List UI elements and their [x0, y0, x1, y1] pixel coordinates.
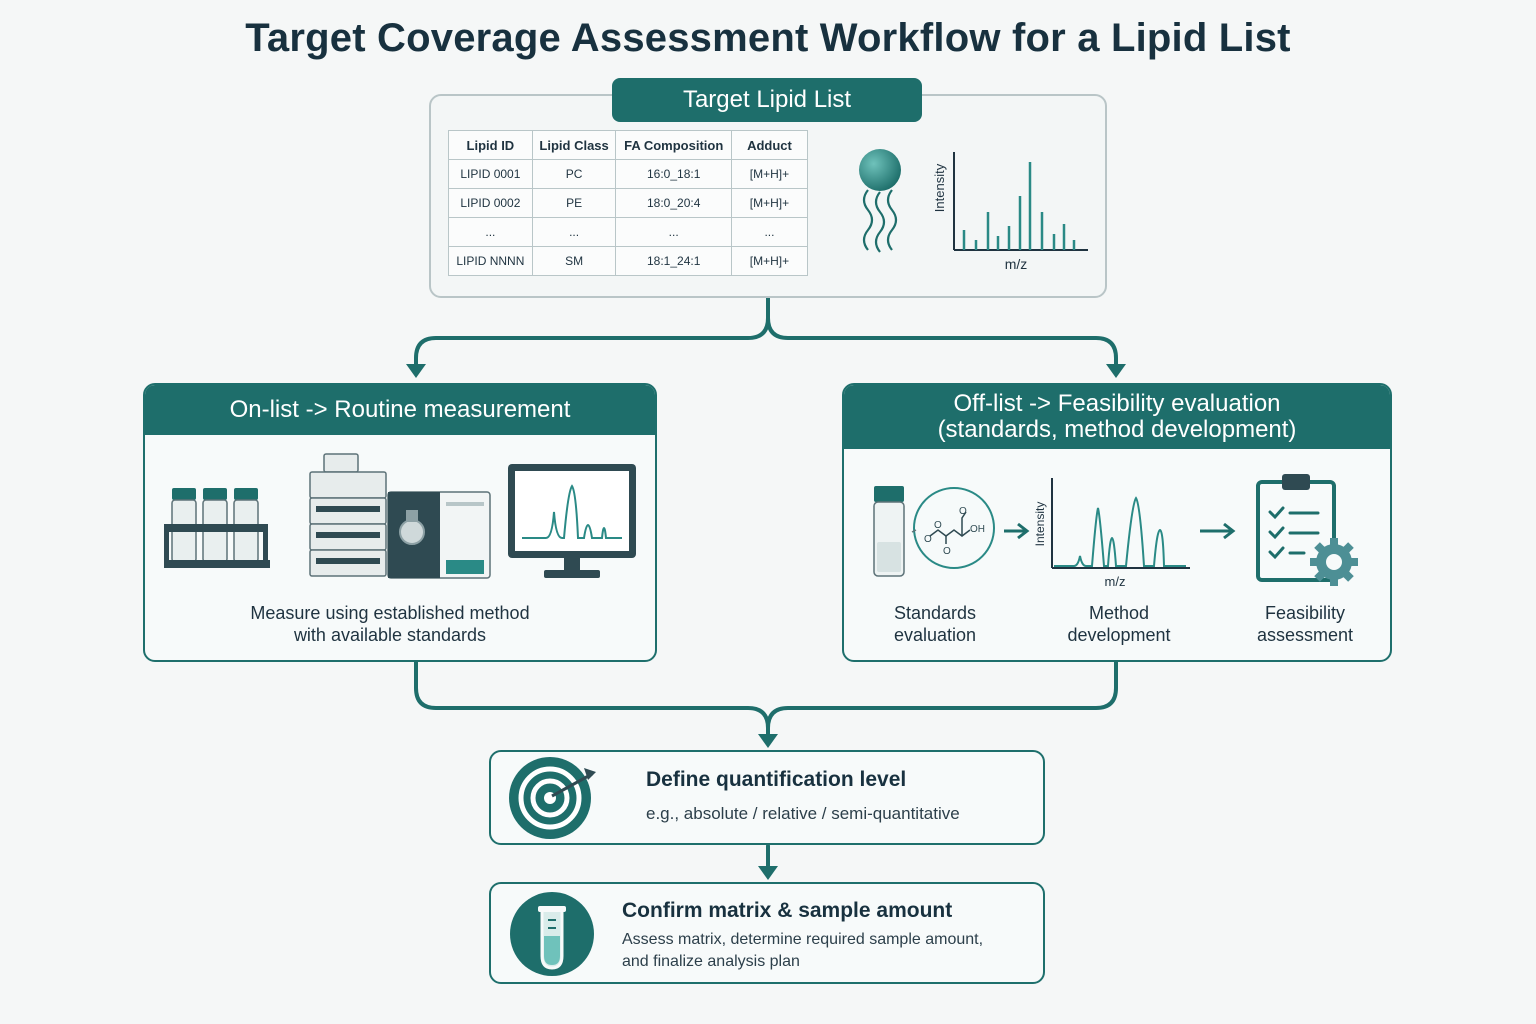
merge-connector-right: [766, 660, 1118, 730]
split-connector-left: [414, 296, 770, 372]
table-row: LIPID NNNN SM 18:1_24:1 [M+H]+: [448, 246, 809, 276]
confirm-title: Confirm matrix & sample amount: [622, 899, 953, 922]
lipid-table: Lipid ID Lipid Class FA Composition Addu…: [448, 130, 809, 276]
table-header-row: Lipid ID Lipid Class FA Composition Addu…: [448, 130, 809, 160]
table-cell: ...: [448, 217, 533, 247]
table-cell: SM: [531, 246, 617, 276]
step-label-line: assessment: [1256, 625, 1354, 645]
table-cell: [M+H]+: [730, 159, 809, 189]
table-cell: [M+H]+: [730, 246, 809, 276]
arrow-head-right: [1106, 364, 1126, 378]
step-label-line: Method: [1088, 603, 1150, 623]
table-cell: ...: [730, 217, 809, 247]
structure-label: OH: [970, 524, 985, 535]
column-header: Lipid Class: [531, 130, 617, 160]
table-cell: LIPID 0001: [448, 159, 533, 189]
chromatogram-icon: Intensity m/z: [1033, 478, 1190, 589]
test-tube-icon: [510, 892, 594, 976]
table-cell: [M+H]+: [730, 188, 809, 218]
split-connector-right: [766, 316, 1118, 372]
column-header: FA Composition: [615, 130, 732, 160]
table-cell: LIPID 0002: [448, 188, 533, 218]
clipboard-gear-icon: [1256, 474, 1358, 586]
on-list-header: On-list -> Routine measurement: [145, 385, 655, 435]
standard-vial-structure-icon: O O O O OH: [873, 486, 995, 577]
table-cell: ...: [615, 217, 732, 247]
step-label-line: Feasibility: [1264, 603, 1346, 623]
lipid-molecule-icon: [859, 149, 901, 253]
svg-text:O: O: [943, 546, 951, 557]
table-cell: LIPID NNNN: [448, 246, 533, 276]
monitor-chromatogram-icon: [508, 464, 636, 578]
target-icon: [509, 757, 596, 839]
quantification-subtitle: e.g., absolute / relative / semi-quantit…: [646, 804, 960, 823]
confirm-line1: Assess matrix, determine required sample…: [622, 931, 984, 948]
svg-text:O: O: [934, 520, 942, 531]
step-label-line: development: [1067, 625, 1171, 645]
column-header: Adduct: [730, 130, 809, 160]
column-header: Lipid ID: [448, 130, 533, 160]
table-cell: PC: [531, 159, 617, 189]
step-label-line: Standards: [893, 603, 977, 623]
table-row: LIPID 0001 PC 16:0_18:1 [M+H]+: [448, 159, 809, 189]
svg-text:O: O: [959, 506, 967, 517]
step-label-feasibility: Feasibility assessment: [1230, 602, 1380, 646]
arrow-right-icon: [1004, 522, 1030, 540]
arrow-head-merge: [758, 734, 778, 748]
on-list-caption-line1: Measure using established method: [250, 603, 530, 623]
table-cell: 16:0_18:1: [615, 159, 732, 189]
target-list-header: Target Lipid List: [612, 78, 922, 122]
lc-ms-instrument-icon: [309, 453, 491, 579]
table-cell: PE: [531, 188, 617, 218]
off-list-header-line1: Off-list -> Feasibility evaluation: [953, 390, 1281, 417]
vial-rack-icon: [164, 488, 270, 568]
mass-spectrum-icon: Intensity m/z: [932, 152, 1088, 272]
on-list-caption-line2: with available standards: [293, 625, 487, 645]
step-label-standards: Standards evaluation: [860, 602, 1010, 646]
chromatogram-xlabel: m/z: [1105, 574, 1126, 589]
page-title: Target Coverage Assessment Workflow for …: [245, 16, 1291, 60]
spectrum-xlabel: m/z: [1005, 256, 1028, 272]
quantification-title: Define quantification level: [646, 768, 907, 791]
arrow-head-confirm: [758, 866, 778, 880]
spectrum-ylabel: Intensity: [932, 163, 947, 212]
table-row: ... ... ... ...: [448, 217, 809, 247]
table-cell: 18:0_20:4: [615, 188, 732, 218]
merge-connector-left: [414, 660, 770, 742]
step-label-line: evaluation: [893, 625, 977, 645]
off-list-header: Off-list -> Feasibility evaluation (stan…: [844, 385, 1390, 449]
quantification-box: [489, 750, 1045, 845]
confirm-line2: and finalize analysis plan: [622, 953, 800, 970]
svg-text:O: O: [924, 534, 932, 545]
off-list-header-line2: (standards, method development): [937, 416, 1297, 443]
table-cell: 18:1_24:1: [615, 246, 732, 276]
step-label-method: Method development: [1044, 602, 1194, 646]
table-cell: ...: [531, 217, 617, 247]
chromatogram-ylabel: Intensity: [1033, 502, 1047, 547]
arrow-head-left: [406, 364, 426, 378]
table-row: LIPID 0002 PE 18:0_20:4 [M+H]+: [448, 188, 809, 218]
arrow-right-icon: [1200, 522, 1236, 540]
